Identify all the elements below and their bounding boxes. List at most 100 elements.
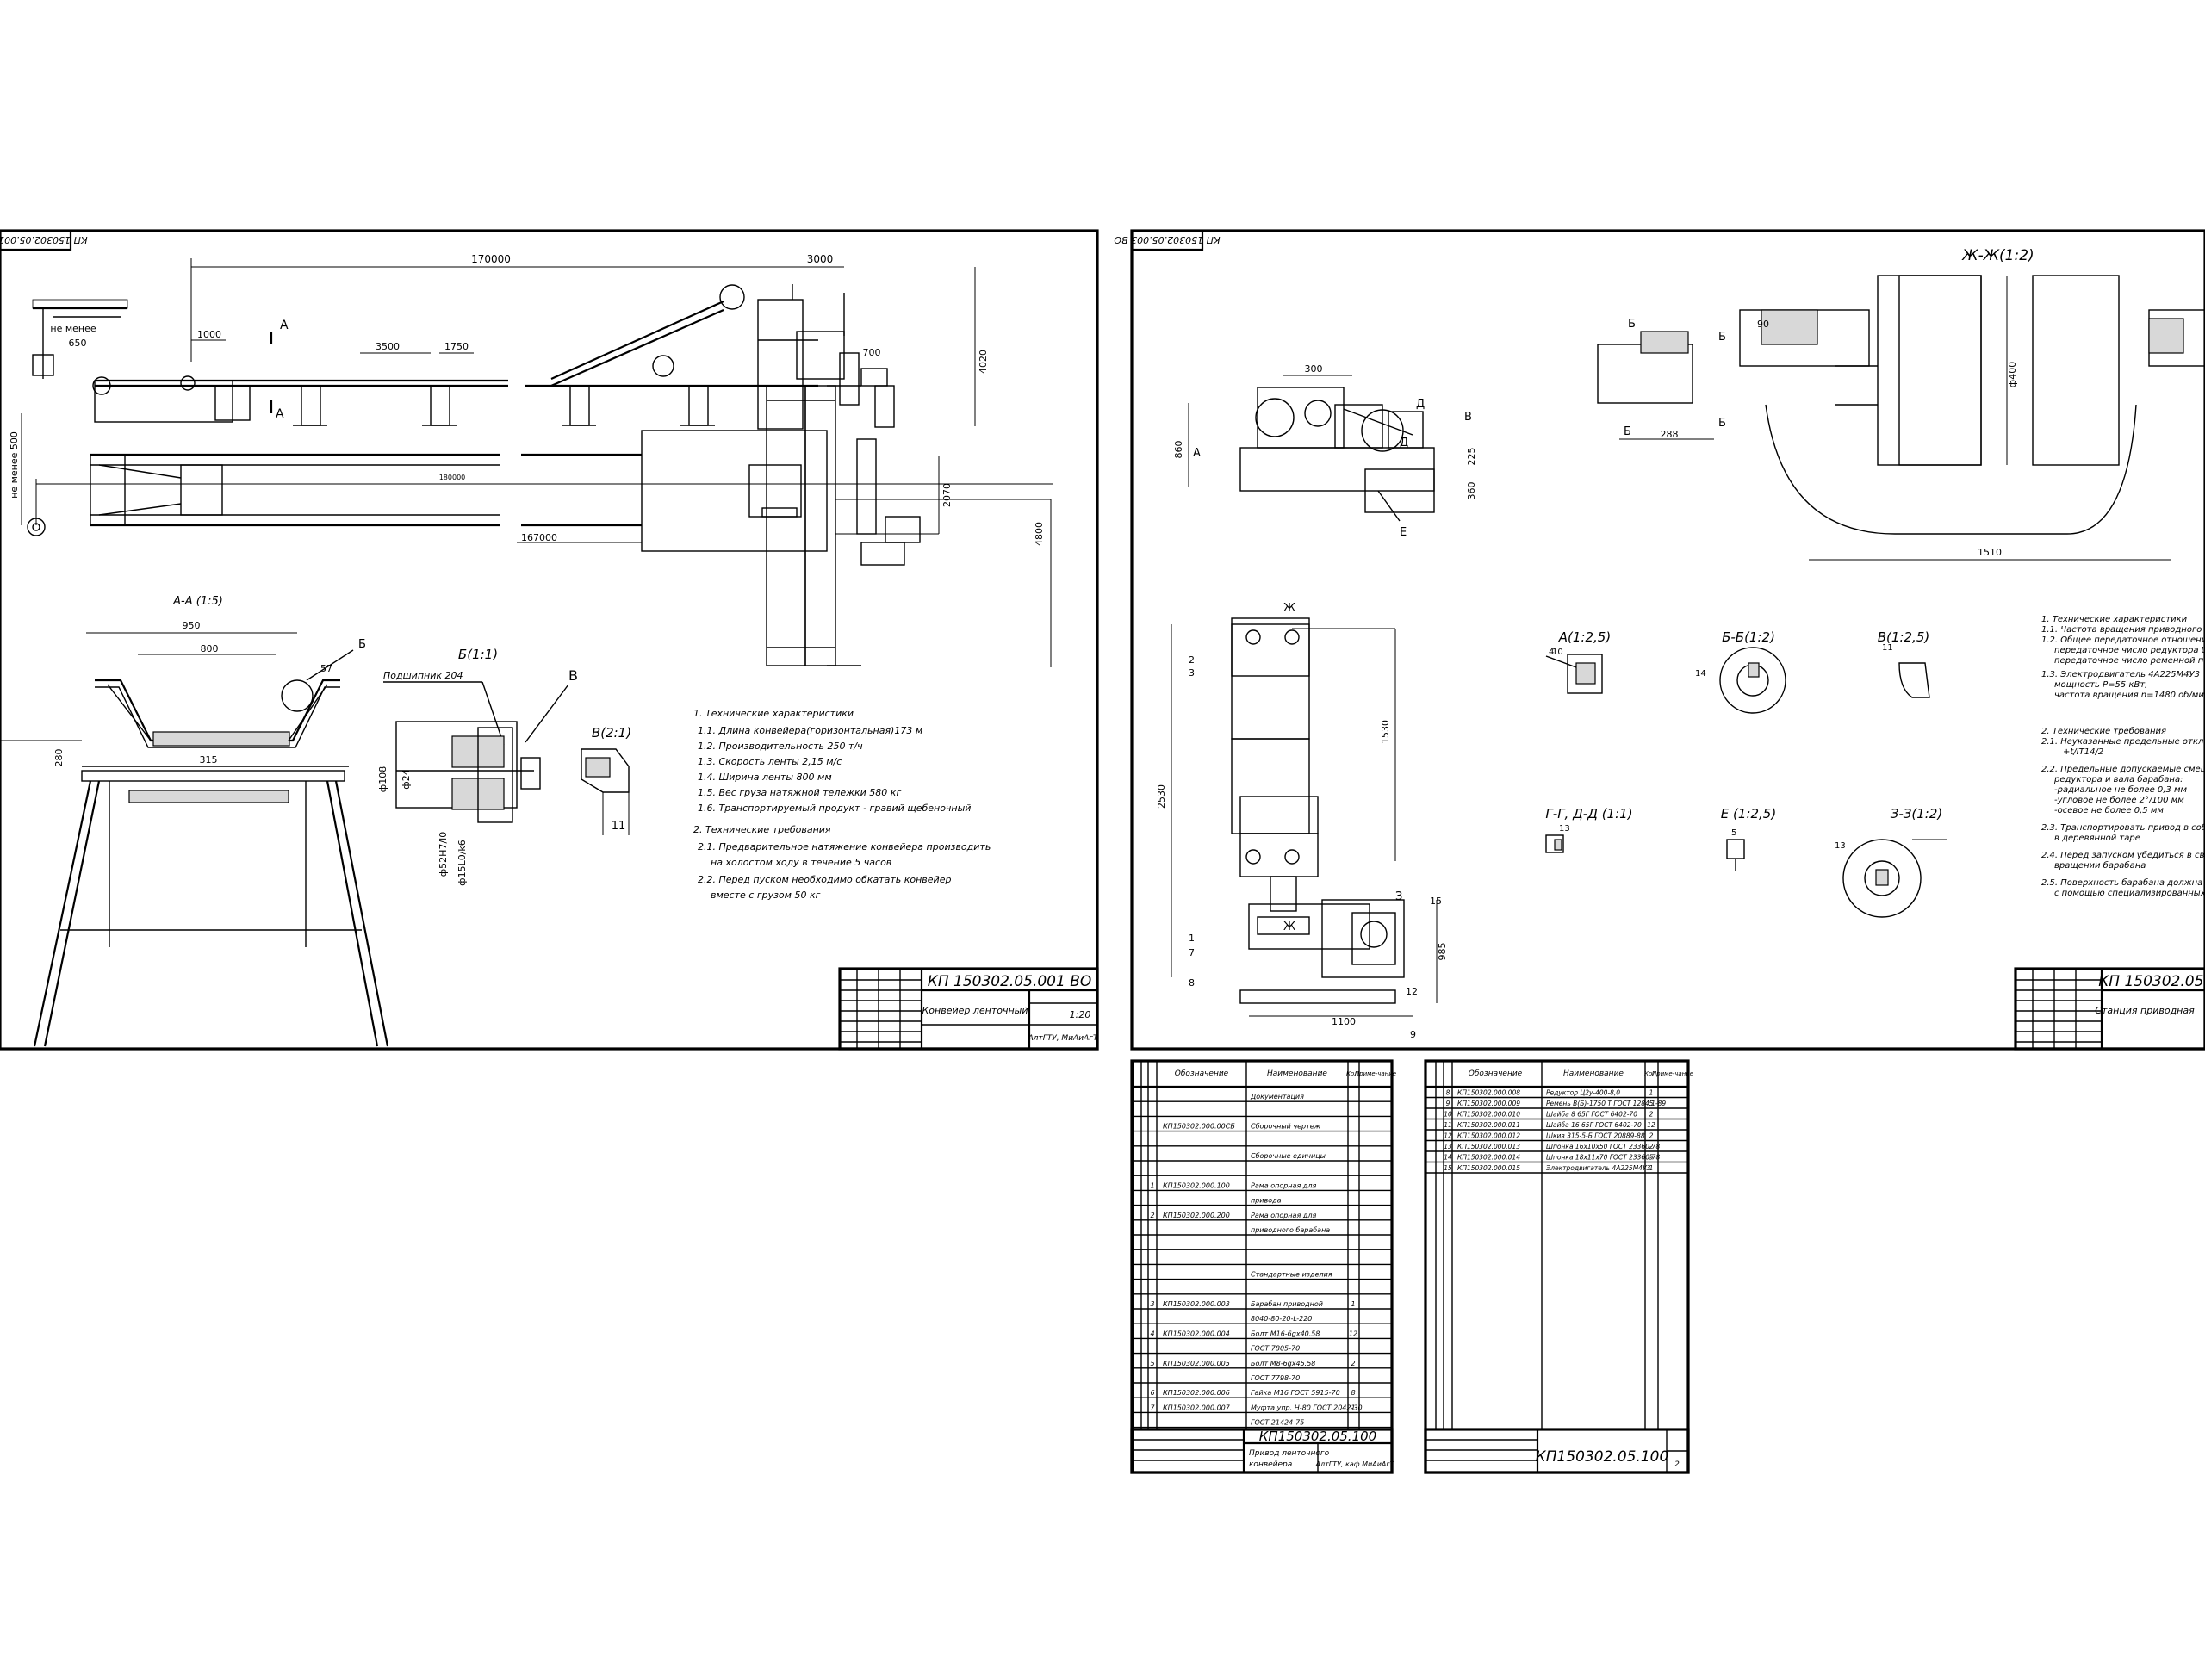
dim-225: 225 <box>1466 448 1477 466</box>
spec2-row-name: Редуктор Ц2у-400-8,0 <box>1546 1089 1620 1097</box>
spec2-row-pos: 14 <box>1444 1154 1452 1162</box>
spec1-row-qty: 12 <box>1349 1330 1357 1337</box>
sheet-2-notes: 1. Технические характеристики 1.1. Часто… <box>2041 615 2205 898</box>
spec1-row-qty: 2 <box>1351 1360 1355 1367</box>
spec2-row-pos: 9 <box>1446 1100 1450 1107</box>
sheet-1-title-name: Конвейер ленточный <box>922 1005 1028 1016</box>
spec2-header-name: Наименование <box>1563 1069 1624 1078</box>
dim-800: 800 <box>201 643 219 654</box>
spec2-row-pos: 15 <box>1444 1164 1452 1172</box>
dim-1750: 1750 <box>444 341 469 352</box>
spec2-row-name: Шайба 16 65Г ГОСТ 6402-70 <box>1546 1121 1642 1129</box>
spec1-row-name: Стандартные изделия <box>1251 1271 1332 1279</box>
dim-700: 700 <box>863 347 881 358</box>
letter-B-2: Б <box>1624 425 1631 438</box>
note-10: на холостом ходу в течение 5 часов <box>711 857 891 868</box>
note2-15: -угловое не более 2°/100 мм <box>2054 795 2184 805</box>
spec1-row-name: Сборочные единицы <box>1251 1152 1326 1160</box>
spec1-title-code: КП150302.05.100 <box>1259 1429 1376 1444</box>
note2-2: 1.1. Частота вращения приводного барабан… <box>2041 624 2205 635</box>
drive-top-view: 1530 2530 1100 985 Ж Ж З 1 2 3 7 8 9 12 … <box>1156 602 1448 1040</box>
spec1-row-code: КП150302.000.007 <box>1163 1404 1231 1411</box>
section-AA-title: А-А (1:5) <box>172 595 223 608</box>
spec2-row-name: Шпонка 18х11х70 ГОСТ 23360-78 <box>1546 1154 1660 1162</box>
dim-90: 90 <box>1757 319 1769 330</box>
spec1-row-name: Муфта упр. Н-80 ГОСТ 2042-30 <box>1251 1404 1363 1411</box>
spec2-row-qty: 1 <box>1649 1164 1654 1172</box>
spec2-title-code: КП150302.05.100 <box>1536 1448 1669 1466</box>
spec1-row-code: КП150302.000.200 <box>1163 1212 1230 1219</box>
sheet-1-notes: 1. Технические характеристики 1.1. Длина… <box>693 708 991 901</box>
sheet-1-code-rotated: КП 150302.05.001 ВО <box>0 234 88 245</box>
dim-2070: 2070 <box>941 483 953 507</box>
section-AA: А-А (1:5) 950 800 315 57 Б <box>0 595 389 1047</box>
letter-Zh-bot: Ж <box>1283 921 1295 933</box>
dim-11: 11 <box>612 820 626 833</box>
spec1-row-pos: 2 <box>1150 1212 1154 1219</box>
spec2-row-code: КП150302.000.012 <box>1457 1132 1520 1140</box>
spec2-row-pos: 11 <box>1444 1121 1452 1129</box>
conveyor-plan-view: 180000 <box>27 385 1053 667</box>
spec1-row-name: Сборочный чертеж <box>1251 1123 1321 1131</box>
spec2-row-name: Шайба 8 65Г ГОСТ 6402-70 <box>1546 1111 1637 1119</box>
drive-front-view: 300 860 225 360 А Д В Д Е <box>1173 363 1477 539</box>
letter-B-3: Б <box>1718 331 1726 344</box>
spec1-row-name: Барабан приводной <box>1251 1300 1323 1308</box>
detail-views: А(1:2,5) 4 Б-Б(1:2) 14 В(1:2,5) 11 Г-Г, … <box>1545 629 1947 918</box>
detail-B-title: Б(1:1) <box>458 647 498 662</box>
view-E-title: Е (1:2,5) <box>1721 806 1776 821</box>
note-12: вместе с грузом 50 кг <box>711 890 821 901</box>
pos-4-a: 4 <box>1549 648 1554 657</box>
pos-9: 9 <box>1410 1029 1416 1040</box>
spec2-header-note: Приме-чание <box>1652 1070 1693 1077</box>
pos-14: 14 <box>1695 669 1706 679</box>
view-BB-title: Б-Б(1:2) <box>1722 629 1775 645</box>
view-GG-title: Г-Г, Д-Д (1:1) <box>1545 806 1632 821</box>
spec-sheet-2: Обозначение Наименование Кол. Приме-чани… <box>1424 1059 1693 1474</box>
note-11: 2.2. Перед пуском необходимо обкатать ко… <box>698 874 951 885</box>
spec1-row-pos: 4 <box>1150 1330 1154 1337</box>
dim-1530: 1530 <box>1380 720 1391 744</box>
note2-9: 2. Технические требования <box>2041 726 2166 736</box>
spec2-row-code: КП150302.000.008 <box>1457 1089 1520 1097</box>
sheet-1-title-block: КП 150302.05.001 ВО Конвейер ленточный 1… <box>838 967 1099 1051</box>
spec2-row-code: КП150302.000.009 <box>1457 1100 1520 1107</box>
dim-1100: 1100 <box>1332 1016 1356 1027</box>
spec2-row-name: Шпонка 16х10х50 ГОСТ 23360-78 <box>1546 1143 1660 1150</box>
sheet-1-frame <box>0 229 1099 1051</box>
spec1-row-code: КП150302.000.00СБ <box>1163 1123 1235 1131</box>
sheet-2-title-block: КП 150302.05. Станция приводная <box>2014 967 2205 1051</box>
spec2-row-name: Электродвигатель 4A225M4У3 <box>1545 1164 1651 1172</box>
dim-ne-menee-500: не менее 500 <box>9 431 20 499</box>
sheet-1-code-tab <box>0 229 72 251</box>
note-6: 1.5. Вес груза натяжной тележки 580 кг <box>698 787 901 798</box>
sheet-2: КП 150302.05.003 ВО 300 860 225 360 А Д … <box>1114 229 2205 1051</box>
note2-1: 1. Технические характеристики <box>2041 615 2188 624</box>
note-7: 1.6. Транспортируемый продукт - гравий щ… <box>698 803 971 814</box>
dim-3000: 3000 <box>807 253 834 265</box>
spec2-row-qty: 2 <box>1649 1111 1654 1119</box>
bearing-label: Подшипник 204 <box>383 670 463 681</box>
dim-top-small: 180000 <box>439 474 466 481</box>
note-5: 1.4. Ширина ленты 800 мм <box>698 772 832 783</box>
spec2-row-code: КП150302.000.010 <box>1457 1111 1520 1119</box>
spec1-row-name: Рама опорная для <box>1251 1212 1316 1219</box>
sheet-2-frame <box>1130 229 2205 1051</box>
dim-300: 300 <box>1305 363 1323 375</box>
sheet-1-title-code: КП 150302.05.001 ВО <box>928 973 1092 990</box>
spec2-row-name: Шкив 315-5-Б ГОСТ 20889-88 <box>1546 1132 1645 1140</box>
note-4: 1.3. Скорость ленты 2,15 м/с <box>698 756 842 767</box>
detail-V: В(2:1) 11 <box>581 725 631 835</box>
pos-7: 7 <box>1189 947 1195 958</box>
note2-4: передаточное число редуктора Uред= <box>2054 646 2205 655</box>
dim-d15: ф15L0/k6 <box>457 840 468 886</box>
dim-d52: ф52Н7/l0 <box>438 832 449 877</box>
view-A-title: А(1:2,5) <box>1558 629 1611 645</box>
view-V-mark: В <box>568 667 578 684</box>
note2-7: мощность P=55 кВт, <box>2054 680 2147 690</box>
dim-3500: 3500 <box>376 341 400 352</box>
spec1-header-name: Наименование <box>1267 1069 1327 1078</box>
section-ZhZh-title: Ж-Ж(1:2) <box>1961 247 2034 264</box>
note2-18: в деревянной таре <box>2054 834 2140 843</box>
